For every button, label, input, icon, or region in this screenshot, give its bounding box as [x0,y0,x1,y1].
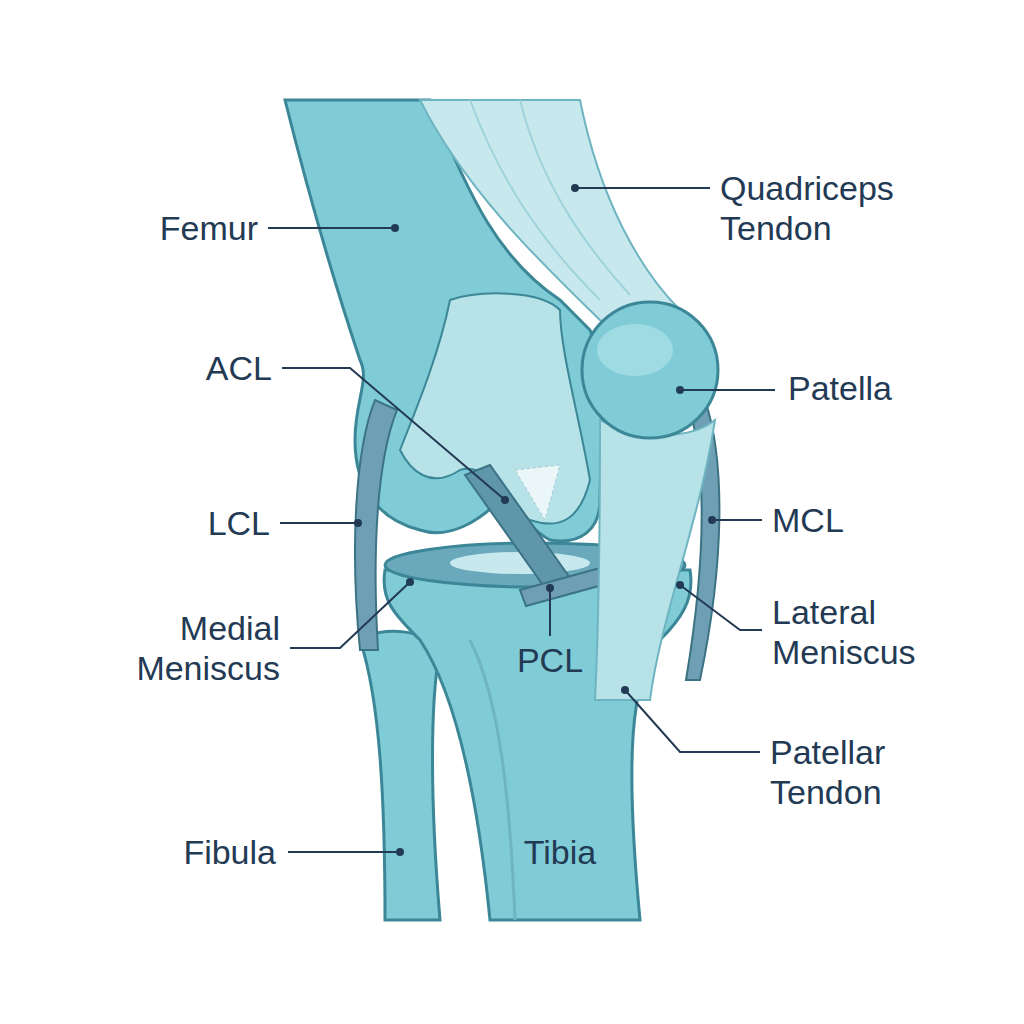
leader-line [268,227,395,229]
leader-line [575,187,710,189]
leader-dot [571,184,579,192]
leader-line [549,588,551,636]
part-label: Lateral Meniscus [772,592,972,672]
tibia-shade [470,640,515,920]
leader-line [680,389,775,391]
part-label: Quadriceps Tendon [720,168,960,248]
leader-line [280,522,358,524]
leader-dot [676,386,684,394]
part-label: MCL [772,500,932,540]
part-label: Patellar Tendon [770,732,980,812]
leader-line [282,368,505,500]
acl-ligament [465,465,575,595]
leader-dot [396,848,404,856]
leader-dots [354,184,716,856]
part-label: ACL [130,348,272,388]
leader-line [625,690,760,752]
part-label: Fibula [120,832,276,872]
patella-highlight [597,324,673,376]
quadriceps-tendon [420,100,680,330]
leader-dot [391,224,399,232]
part-label: Medial Meniscus [90,608,280,688]
leader-dot [621,686,629,694]
leader-line [290,582,410,648]
leader-line [680,585,762,630]
part-label: Femur [100,208,258,248]
patellar-tendon [595,420,715,700]
meniscus-inner [450,552,590,574]
leader-line [712,519,762,521]
tendon-fibres [470,100,630,300]
lcl-ligament [355,400,397,650]
part-label: Tibia [490,832,630,872]
leader-dot [354,519,362,527]
pcl-ligament [520,568,606,606]
leader-line [288,851,400,853]
part-label: LCL [130,503,270,543]
leader-dot [676,581,684,589]
leader-lines [268,188,775,852]
leader-dot [406,578,414,586]
fibula-bone [360,631,440,920]
part-label: PCL [490,640,610,680]
leader-dot [708,516,716,524]
leader-dot [546,584,554,592]
patella-bone [582,302,718,438]
leader-dot [501,496,509,504]
part-label: Patella [788,368,988,408]
